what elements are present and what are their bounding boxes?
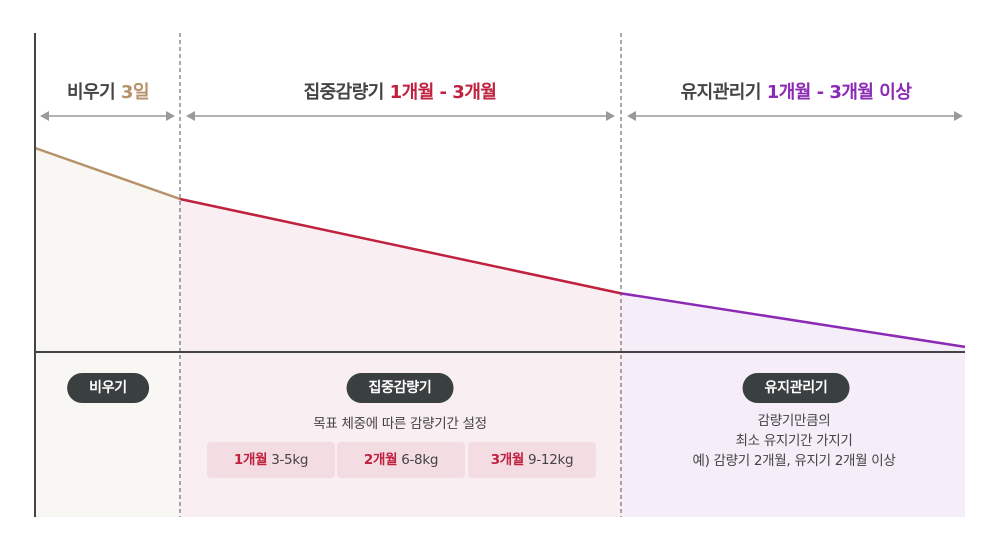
title-maintain-accent: 1개월 - 3개월 이상 [766, 82, 912, 103]
maintain-description-line-1: 감량기만큼의 [757, 413, 831, 429]
area-empty-upper [35, 148, 180, 352]
title-intensive-main: 집중감량기 [303, 82, 390, 103]
title-empty-accent: 3일 [120, 82, 150, 103]
plan-3-amount: 9-12kg [524, 452, 574, 468]
plan-2-period: 2개월 [363, 452, 398, 468]
title-maintain-main: 유지관리기 [680, 82, 767, 103]
arrow-intensive-head-right [606, 111, 615, 121]
area-intensive-upper [180, 199, 621, 352]
maintain-description: 감량기만큼의 최소 유지기간 가지기 예) 감량기 2개월, 유지기 2개월 이… [692, 411, 895, 471]
curve-intensive [179, 197, 622, 295]
plan-2: 2개월 6-8kg [337, 442, 465, 478]
plan-3: 3개월 9-12kg [468, 442, 596, 478]
arrow-maintain-head-right [954, 111, 963, 121]
plan-3-period: 3개월 [490, 452, 525, 468]
title-empty: 비우기 3일 [66, 78, 150, 104]
pill-empty: 비우기 [67, 373, 149, 403]
maintain-description-line-3: 예) 감량기 2개월, 유지기 2개월 이상 [692, 453, 896, 469]
plan-1-period: 1개월 [233, 452, 268, 468]
arrow-empty-head-right [166, 111, 175, 121]
plan-2-amount: 6-8kg [397, 452, 439, 468]
curve-empty [34, 146, 181, 201]
area-maintain-upper [621, 293, 965, 352]
maintain-description-line-2: 최소 유지기간 가지기 [735, 433, 853, 449]
plan-1-amount: 3-5kg [267, 452, 309, 468]
curve-maintain [620, 292, 966, 349]
arrow-intensive-head-left [186, 111, 195, 121]
arrow-maintain-head-left [627, 111, 636, 121]
intensive-description: 목표 체중에 따른 감량기간 설정 [313, 416, 487, 432]
title-maintain: 유지관리기 1개월 - 3개월 이상 [681, 78, 912, 104]
plan-1: 1개월 3-5kg [207, 442, 335, 478]
pill-intensive: 집중감량기 [346, 373, 454, 403]
pill-maintain: 유지관리기 [742, 373, 850, 403]
title-intensive-accent: 1개월 - 3개월 [389, 82, 497, 103]
arrow-empty-head-left [40, 111, 49, 121]
title-empty-main: 비우기 [66, 82, 121, 103]
title-intensive: 집중감량기 1개월 - 3개월 [304, 78, 497, 104]
